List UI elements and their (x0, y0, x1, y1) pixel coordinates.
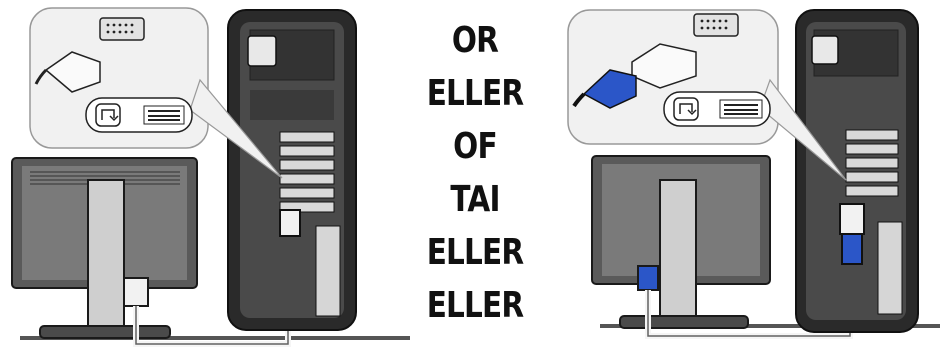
monitor-vga-plug (637, 265, 659, 291)
dvi-port-graphic-right (693, 13, 739, 37)
io-panel (315, 225, 341, 317)
tower-dvi-adapter (839, 203, 865, 235)
vga-connector-graphic (582, 69, 637, 109)
separator-word-stack: OR ELLER OF TAI ELLER ELLER (423, 14, 526, 332)
desk-edge (20, 336, 410, 340)
computer-tower-right (795, 9, 919, 333)
word-of: OF (453, 126, 497, 167)
display-port-icon-right (673, 97, 699, 121)
word-or: OR (451, 20, 499, 61)
word-eller-3: ELLER (426, 285, 524, 326)
tower-vga-plug (841, 233, 863, 265)
word-tai: TAI (450, 179, 500, 220)
word-eller-1: ELLER (426, 73, 524, 114)
right-callout (567, 9, 847, 181)
dvi-connector-graphic (44, 51, 101, 93)
monitor-back (11, 157, 198, 339)
monitor-stand (87, 179, 125, 331)
dvi-port-graphic (99, 17, 145, 41)
monitor-stand-right (659, 179, 697, 321)
power-socket (247, 35, 277, 67)
monitor-base-right (619, 315, 749, 329)
tower-dvi-plug (279, 209, 301, 237)
desk-edge-right (600, 324, 940, 328)
left-callout (29, 7, 283, 179)
io-panel-right (877, 221, 903, 315)
computer-tower (227, 9, 357, 331)
word-eller-2: ELLER (426, 232, 524, 273)
power-socket-right (811, 35, 839, 65)
monitor-back-right (591, 155, 771, 329)
